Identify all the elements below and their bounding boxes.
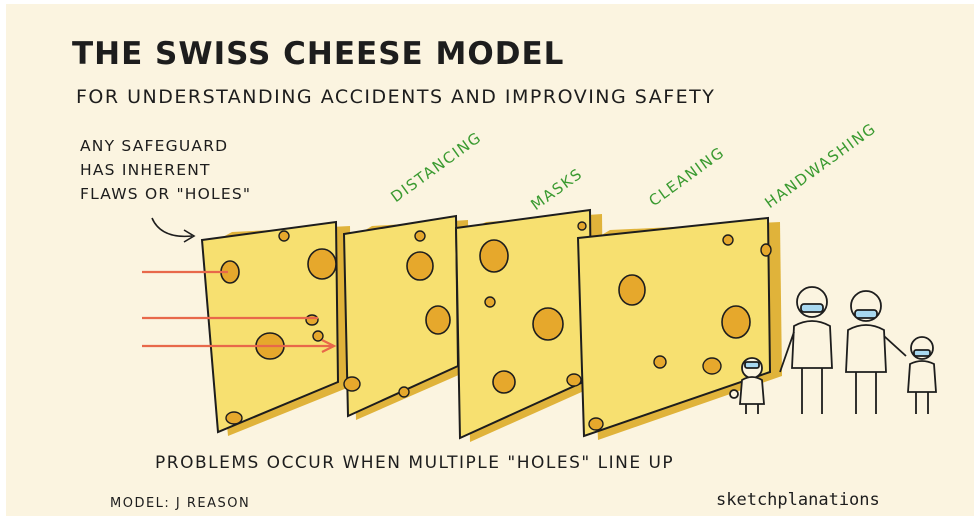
pointer-arrow [152,218,192,236]
model-credit: MODEL: J REASON [110,496,250,511]
adult-figure-2 [846,291,906,414]
cheese-slice-distancing [202,222,352,436]
diagram-subtitle: FOR UNDERSTANDING ACCIDENTS AND IMPROVIN… [76,86,715,108]
adult-figure-1 [780,287,832,414]
child-figure [908,337,936,414]
note-line-1: ANY SAFEGUARD [80,134,251,158]
note-line-3: FLAWS OR "HOLES" [80,182,251,206]
brand-signature: sketchplanations [716,490,880,510]
safeguard-note: ANY SAFEGUARD HAS INHERENT FLAWS OR "HOL… [80,134,251,206]
cheese-slice-handwashing [578,218,782,440]
bottom-caption: PROBLEMS OCCUR WHEN MULTIPLE "HOLES" LIN… [155,453,674,473]
note-line-2: HAS INHERENT [80,158,251,182]
diagram-title: THE SWISS CHEESE MODEL [72,36,564,72]
